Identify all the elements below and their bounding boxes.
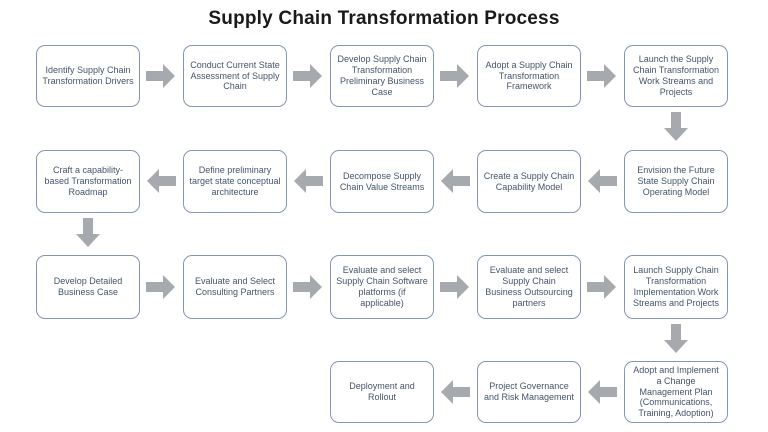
arrow-right-icon bbox=[440, 274, 470, 300]
arrow-left-icon bbox=[440, 379, 470, 405]
arrow-right-icon bbox=[293, 63, 323, 89]
step-select-software-platforms: Evaluate and select Supply Chain Softwar… bbox=[330, 255, 434, 319]
arrow-left-icon bbox=[587, 168, 617, 194]
diagram-title: Supply Chain Transformation Process bbox=[208, 8, 560, 29]
arrow-right-icon bbox=[587, 274, 617, 300]
arrow-down-icon bbox=[75, 218, 101, 248]
step-adopt-framework: Adopt a Supply Chain Transformation Fram… bbox=[477, 45, 581, 107]
step-deployment-rollout: Deployment and Rollout bbox=[330, 361, 434, 423]
arrow-right-icon bbox=[146, 63, 176, 89]
step-current-state-assessment: Conduct Current State Assessment of Supp… bbox=[183, 45, 287, 107]
step-launch-work-streams: Launch the Supply Chain Transformation W… bbox=[624, 45, 728, 107]
arrow-left-icon bbox=[587, 379, 617, 405]
arrow-left-icon bbox=[440, 168, 470, 194]
step-select-outsourcing-partners: Evaluate and select Supply Chain Busines… bbox=[477, 255, 581, 319]
arrow-right-icon bbox=[146, 274, 176, 300]
step-define-target-architecture: Define preliminary target state conceptu… bbox=[183, 150, 287, 213]
step-governance-risk: Project Governance and Risk Management bbox=[477, 361, 581, 423]
step-change-management-plan: Adopt and Implement a Change Management … bbox=[624, 361, 728, 423]
step-preliminary-business-case: Develop Supply Chain Transformation Prel… bbox=[330, 45, 434, 107]
step-identify-drivers: Identify Supply Chain Transformation Dri… bbox=[36, 45, 140, 107]
arrow-right-icon bbox=[587, 63, 617, 89]
step-launch-implementation: Launch Supply Chain Transformation Imple… bbox=[624, 255, 728, 319]
arrow-left-icon bbox=[293, 168, 323, 194]
step-craft-roadmap: Craft a capability-based Transformation … bbox=[36, 150, 140, 213]
step-create-capability-model: Create a Supply Chain Capability Model bbox=[477, 150, 581, 213]
arrow-down-icon bbox=[663, 112, 689, 142]
step-decompose-value-streams: Decompose Supply Chain Value Streams bbox=[330, 150, 434, 213]
arrow-right-icon bbox=[293, 274, 323, 300]
arrow-down-icon bbox=[663, 324, 689, 354]
arrow-left-icon bbox=[146, 168, 176, 194]
arrow-right-icon bbox=[440, 63, 470, 89]
step-envision-operating-model: Envision the Future State Supply Chain O… bbox=[624, 150, 728, 213]
step-detailed-business-case: Develop Detailed Business Case bbox=[36, 255, 140, 319]
step-select-consulting-partners: Evaluate and Select Consulting Partners bbox=[183, 255, 287, 319]
